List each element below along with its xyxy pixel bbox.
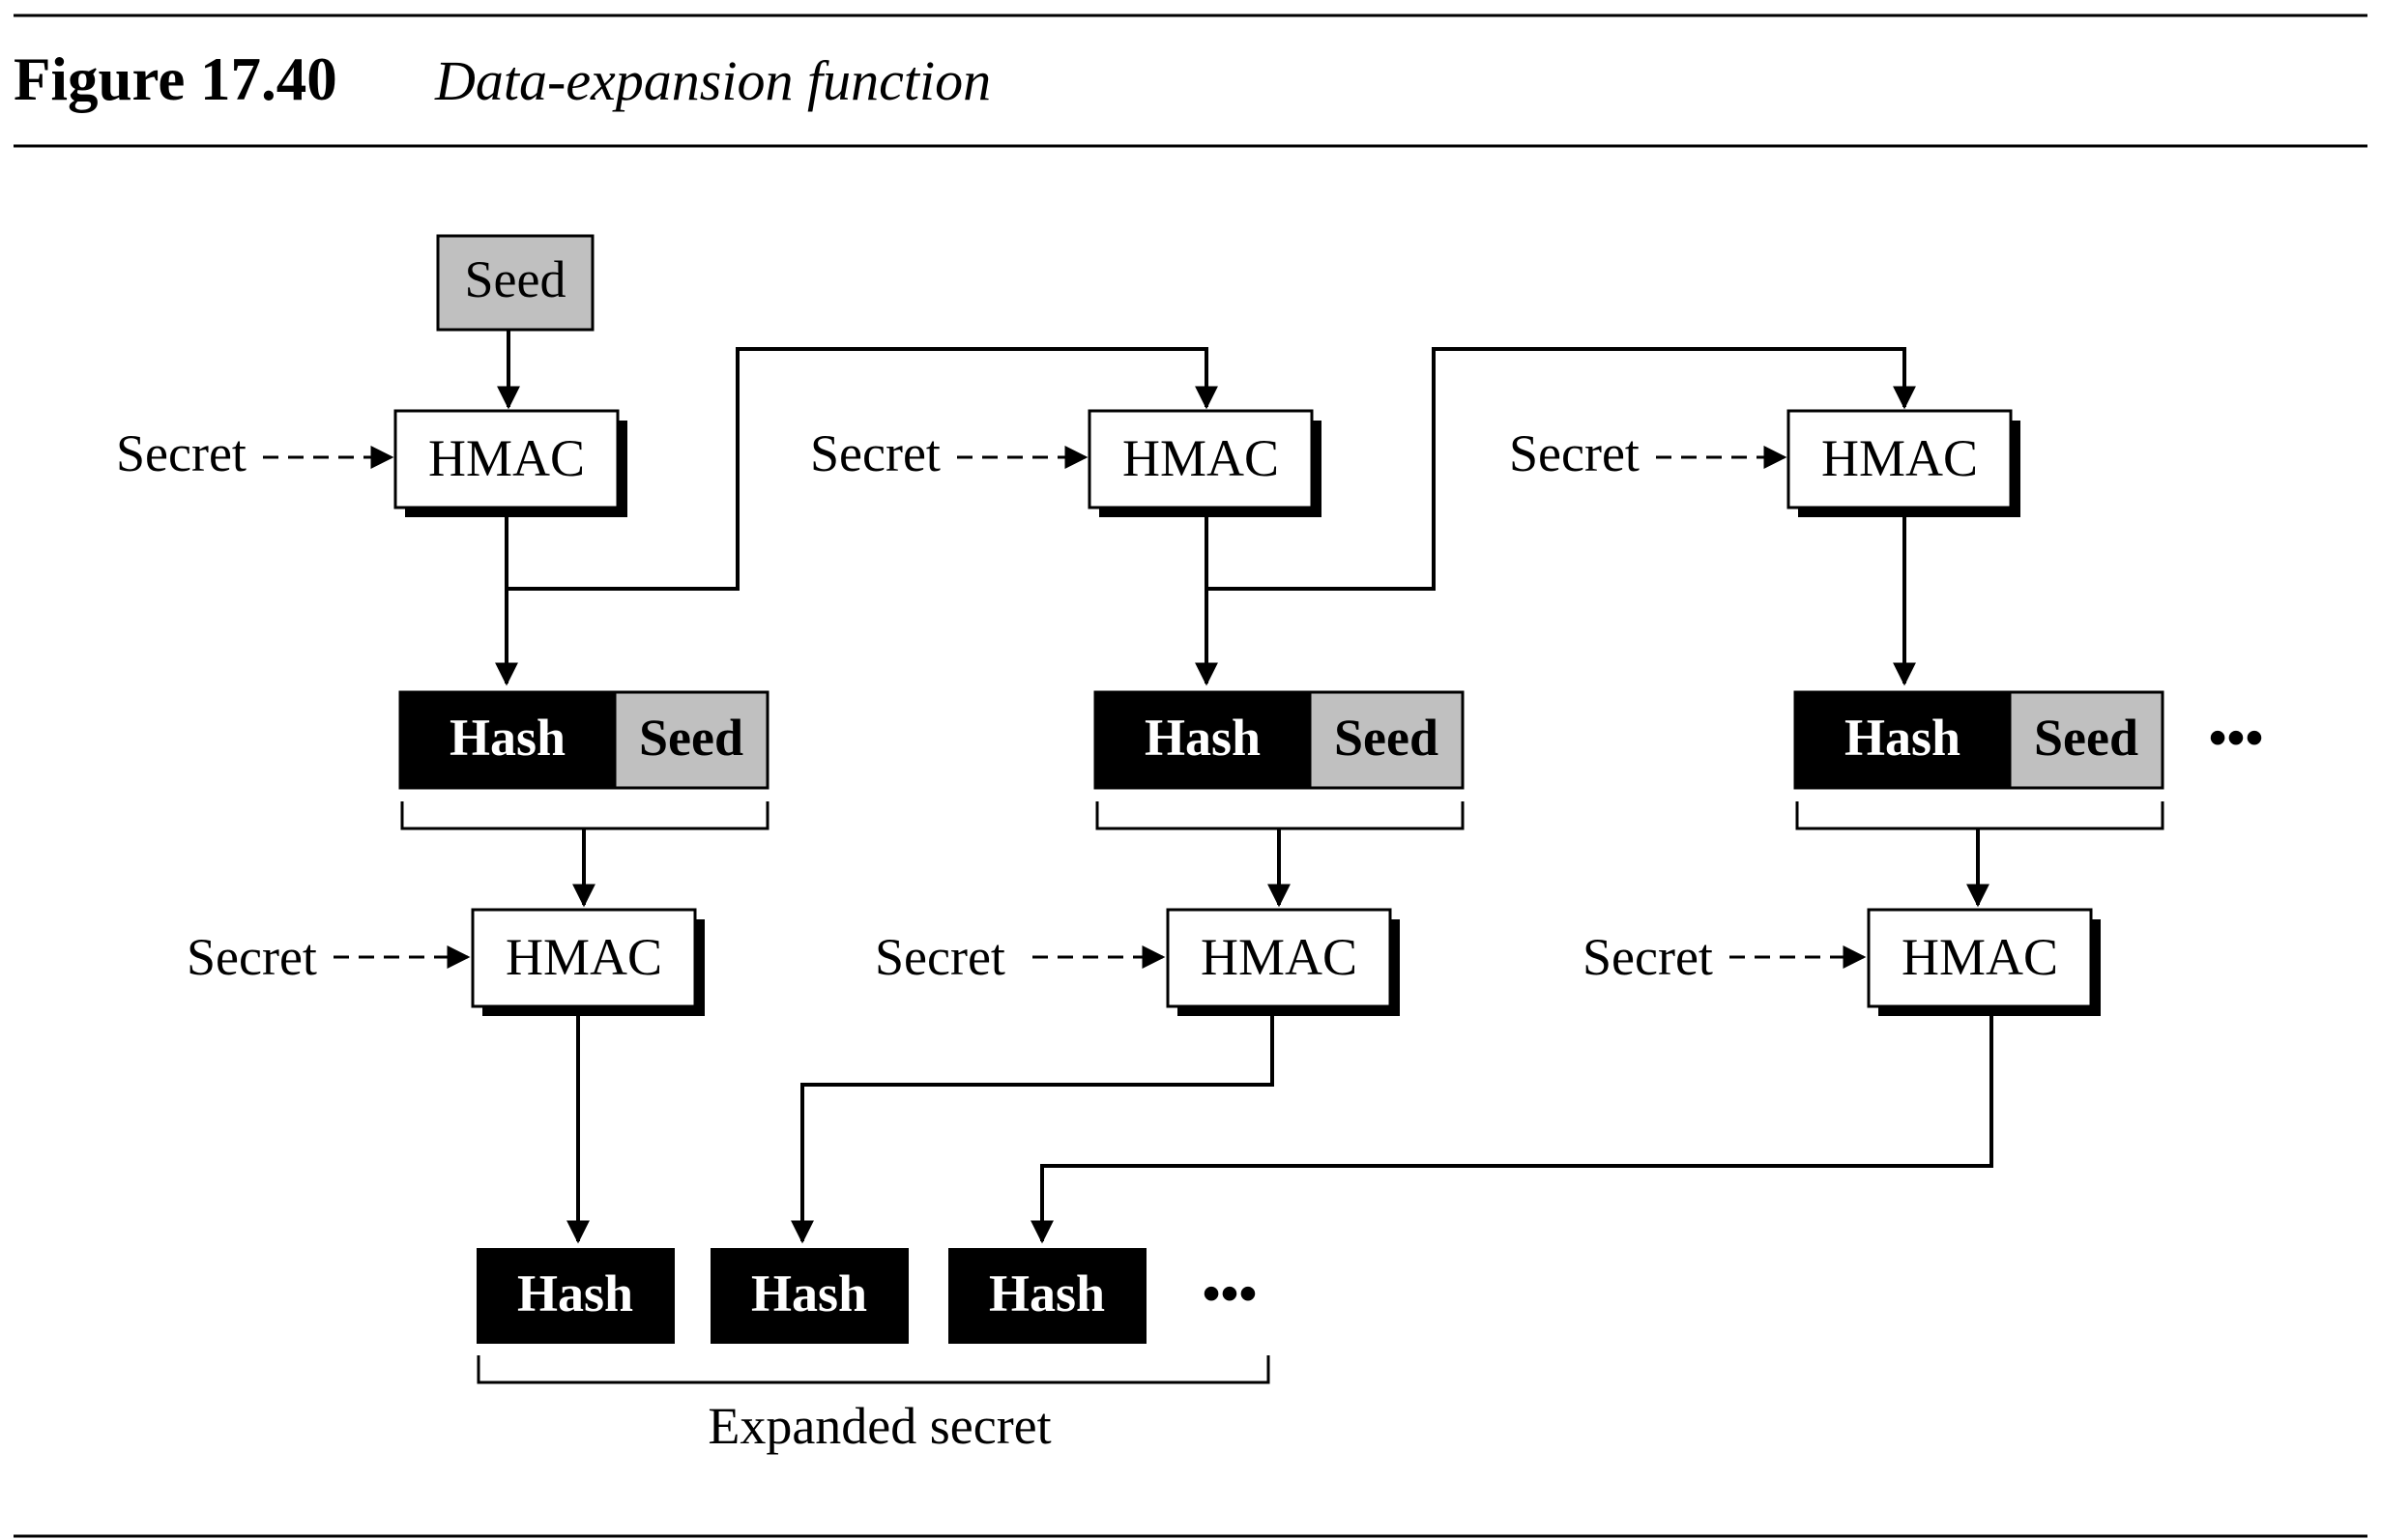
column-3: Secret HMAC Hash Seed ••• Secret HMAC bbox=[1031, 409, 2264, 1244]
hmac-to-output-line bbox=[1031, 1008, 1993, 1244]
hash-seed-box: Hash Seed bbox=[1093, 690, 1465, 790]
secret-label: Secret bbox=[1582, 928, 1713, 986]
svg-text:HMAC: HMAC bbox=[428, 429, 585, 487]
hmac-box: HMAC bbox=[471, 908, 705, 1016]
hmac-box: HMAC bbox=[393, 409, 627, 517]
secret-label: Secret bbox=[1509, 424, 1640, 482]
svg-text:Seed: Seed bbox=[1334, 709, 1438, 767]
hmac-box: HMAC bbox=[1088, 409, 1321, 517]
output-hash-box: Hash bbox=[477, 1248, 675, 1344]
seed-input-box: Seed bbox=[436, 234, 595, 332]
hmac-box: HMAC bbox=[1166, 908, 1400, 1016]
bracket bbox=[400, 801, 769, 830]
column-2: Secret HMAC Hash Seed Secret HMAC bbox=[791, 347, 1916, 1244]
hash-seed-box: Hash Seed bbox=[1793, 690, 2164, 790]
svg-text:Hash: Hash bbox=[1145, 709, 1261, 767]
bracket bbox=[1095, 801, 1465, 830]
feed-to-next-hmac-line bbox=[1206, 347, 1916, 591]
figure-title: Data-expansion function bbox=[434, 49, 991, 112]
feed-to-next-hmac-line bbox=[507, 347, 1218, 591]
column-1: Secret HMAC Hash Seed Secret HMAC bbox=[116, 347, 1218, 1244]
svg-text:Seed: Seed bbox=[2034, 709, 2138, 767]
svg-text:Hash: Hash bbox=[751, 1264, 867, 1322]
bracket bbox=[1795, 801, 2164, 830]
svg-text:HMAC: HMAC bbox=[1122, 429, 1279, 487]
hash-seed-box: Hash Seed bbox=[398, 690, 769, 790]
secret-label: Secret bbox=[810, 424, 941, 482]
svg-text:HMAC: HMAC bbox=[1902, 928, 2058, 986]
expanded-secret-bracket bbox=[477, 1355, 1270, 1384]
svg-text:Hash: Hash bbox=[1844, 709, 1960, 767]
continuation-ellipsis: ••• bbox=[2209, 709, 2264, 767]
output-ellipsis: ••• bbox=[1203, 1264, 1258, 1322]
svg-text:Hash: Hash bbox=[450, 709, 566, 767]
hmac-box: HMAC bbox=[1867, 908, 2101, 1016]
svg-text:HMAC: HMAC bbox=[1201, 928, 1357, 986]
output-hash-box: Hash bbox=[711, 1248, 909, 1344]
hmac-to-output-line bbox=[791, 1008, 1274, 1244]
svg-text:HMAC: HMAC bbox=[1821, 429, 1978, 487]
svg-text:Hash: Hash bbox=[989, 1264, 1105, 1322]
hmac-box: HMAC bbox=[1786, 409, 2020, 517]
expanded-secret-label: Expanded secret bbox=[708, 1397, 1051, 1455]
figure-number: Figure 17.40 bbox=[14, 45, 337, 113]
secret-label: Secret bbox=[875, 928, 1005, 986]
secret-label: Secret bbox=[187, 928, 317, 986]
output-hash-box: Hash bbox=[948, 1248, 1147, 1344]
svg-text:Hash: Hash bbox=[517, 1264, 633, 1322]
svg-text:Seed: Seed bbox=[465, 250, 566, 308]
svg-text:HMAC: HMAC bbox=[506, 928, 662, 986]
svg-text:Seed: Seed bbox=[639, 709, 743, 767]
secret-label: Secret bbox=[116, 424, 247, 482]
